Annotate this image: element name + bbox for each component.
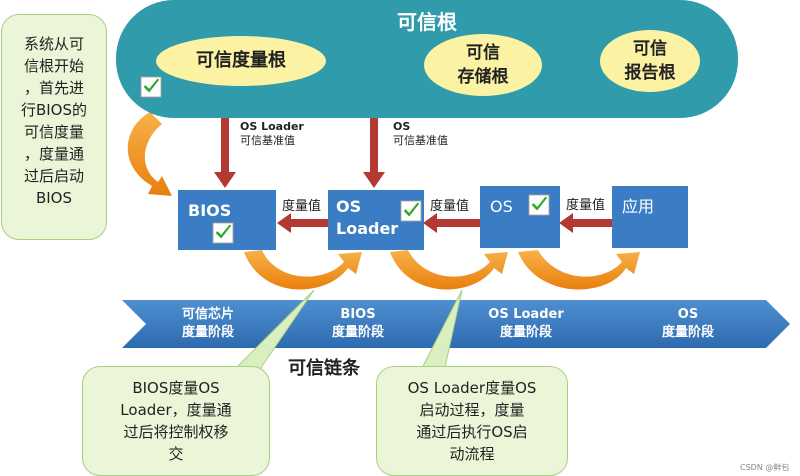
curve-root-to-bios [127, 112, 172, 196]
stage-chip-line1: 可信芯片 [181, 307, 234, 322]
bios-box: BIOS [178, 190, 276, 250]
measure-label-2: 度量值 [430, 199, 470, 214]
measure-arrow-2 [423, 213, 437, 233]
measure-arrow-1 [277, 213, 291, 233]
loader-check-overlay [400, 200, 422, 222]
trust-chain-label: 可信链条 [288, 358, 360, 379]
note-loader-text: OS Loader度量OS 启动过程，度量 通过后执行OS启 动流程 [377, 367, 567, 465]
rtr-label-line2: 报告根 [624, 63, 676, 83]
os-loader-box-line1: OS [336, 197, 362, 216]
stage-bios-line1: BIOS [340, 307, 376, 322]
stage-label-chip: 可信芯片 度量阶段 [158, 306, 258, 342]
stage-os-line1: OS [677, 307, 699, 322]
baseline-label-os-line1: OS [393, 120, 411, 133]
stage-arrow-os [620, 300, 790, 348]
rtr-ellipse: 可信 报告根 [600, 30, 700, 92]
baseline-arrow-loader [214, 172, 236, 188]
stage-bios-line2: 度量阶段 [331, 325, 384, 340]
bios-check-overlay [212, 222, 234, 244]
stage-loader-line1: OS Loader [488, 307, 564, 322]
os-loader-box-label: OS Loader [336, 196, 398, 240]
stage-chip-line2: 度量阶段 [181, 325, 234, 340]
stage-arrow-loader [452, 300, 664, 348]
curve-bios-to-loader [244, 250, 362, 290]
note-bios-line3: 过后将控制权移 [123, 423, 229, 441]
note-left-line3: ，首先进 [23, 79, 84, 97]
measure-arrow-3 [559, 213, 573, 233]
transfer-arrows [127, 112, 640, 290]
note-left-line1: 系统从可 [23, 35, 84, 53]
note-root-to-bios-text: 系统从可 信根开始 ，首先进 行BIOS的 可信度量 ，度量通 过后启动 BIO… [2, 15, 106, 209]
root-of-trust: 可信根 可信度量根 可信 存储根 可信 报告根 [116, 0, 738, 118]
measure-label-3: 度量值 [566, 198, 606, 213]
root-check-overlay [140, 76, 162, 98]
note-left-line6: ，度量通 [23, 145, 84, 163]
baseline-label-loader-line1: OS Loader [240, 120, 304, 133]
note-root-to-bios: 系统从可 信根开始 ，首先进 行BIOS的 可信度量 ，度量通 过后启动 BIO… [1, 14, 107, 240]
note-loader-line2: 启动过程，度量 [419, 401, 525, 419]
bios-box-label: BIOS [188, 201, 232, 220]
app-box: 应用 [612, 186, 688, 248]
baseline-label-loader-line2: 可信基准值 [240, 134, 295, 147]
note-left-line7: 过后启动 [23, 167, 84, 185]
rts-label-line2: 存储根 [457, 67, 509, 87]
note-bios-line4: 交 [168, 445, 184, 463]
note-bios-line2: Loader，度量通 [120, 401, 232, 419]
curve-os-to-app [518, 250, 640, 290]
stage-loader-line2: 度量阶段 [499, 325, 552, 340]
os-box-label: OS [490, 197, 513, 216]
curve-loader-to-os [390, 250, 508, 290]
measure-label-1: 度量值 [282, 199, 322, 214]
baseline-arrow-os [363, 172, 385, 188]
callout-lines [230, 289, 463, 373]
root-of-trust-title: 可信根 [397, 10, 457, 34]
measure-arrows [277, 213, 612, 233]
note-left-line4: 行BIOS的 [20, 101, 88, 119]
note-loader-line3: 通过后执行OS启 [416, 423, 528, 441]
note-left-line2: 信根开始 [23, 57, 84, 75]
stage-label-bios: BIOS 度量阶段 [318, 306, 398, 342]
baseline-arrows [214, 114, 385, 188]
baseline-label-loader: OS Loader 可信基准值 [240, 120, 304, 148]
stage-label-os: OS 度量阶段 [648, 306, 728, 342]
rts-ellipse: 可信 存储根 [424, 34, 542, 96]
note-bios-text: BIOS度量OS Loader，度量通 过后将控制权移 交 [83, 367, 269, 465]
stage-os-line2: 度量阶段 [661, 325, 714, 340]
rtr-label-line1: 可信 [633, 39, 667, 59]
stage-label-loader: OS Loader 度量阶段 [478, 306, 574, 342]
baseline-label-os-line2: 可信基准值 [393, 134, 448, 147]
app-box-label: 应用 [622, 197, 655, 216]
os-check-overlay [528, 194, 550, 216]
note-bios-line1: BIOS度量OS [132, 379, 220, 397]
note-loader-to-os: OS Loader度量OS 启动过程，度量 通过后执行OS启 动流程 [376, 366, 568, 476]
watermark: CSDN @鲜包 [740, 463, 790, 472]
rtm-ellipse: 可信度量根 [156, 36, 326, 86]
note-left-line8: BIOS [35, 189, 73, 207]
note-loader-line4: 动流程 [449, 445, 495, 463]
baseline-label-os: OS 可信基准值 [393, 120, 448, 148]
note-loader-line1: OS Loader度量OS [407, 379, 537, 397]
os-loader-box-line2: Loader [336, 219, 399, 238]
note-left-line5: 可信度量 [23, 123, 84, 141]
note-bios-to-loader: BIOS度量OS Loader，度量通 过后将控制权移 交 [82, 366, 270, 476]
rts-label-line1: 可信 [466, 43, 500, 63]
